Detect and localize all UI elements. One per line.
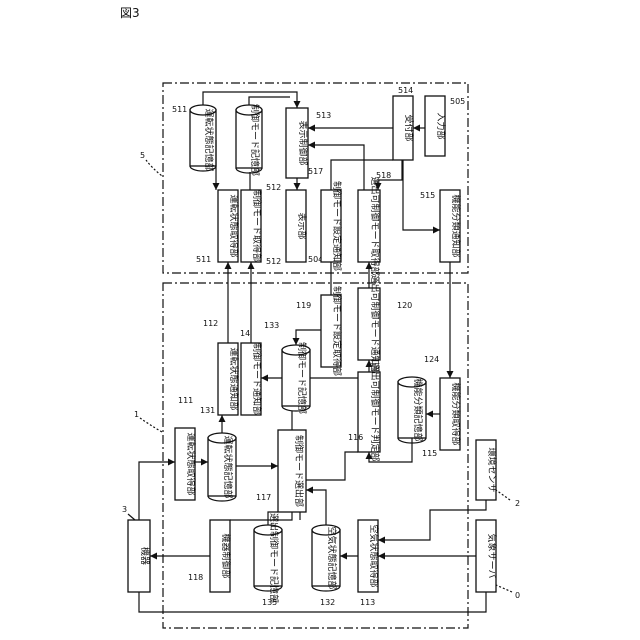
mode-set-notify-label: 制御モード設定通知部	[331, 181, 343, 271]
input-block: 入力部	[425, 96, 447, 156]
func-class-store: 機能分類記憶部	[398, 377, 426, 443]
num-116: 116	[348, 433, 363, 442]
ctrl-mode-decide-block: 制御モード選出部	[278, 430, 306, 512]
mode-set-notify-block: 制御モード設定通知部	[321, 181, 343, 271]
ctrl-mode-notify-label: 制御モード通知部	[251, 343, 263, 415]
candidate-store-label: 選出制御モード記憶部	[268, 513, 280, 603]
func-class-notify-label: 機能分類通知部	[450, 194, 462, 257]
op-state-notify-label: 運転状態通知部	[228, 347, 240, 410]
num-113: 113	[360, 598, 375, 607]
srv-ctrl-mode-store-label: 制御モード記憶部	[249, 104, 261, 176]
func-class-notify-block: 機能分類通知部	[440, 190, 462, 262]
func-class-acq-label: 機能分類取得部	[450, 382, 462, 445]
air-state-store-label: 空気状態記憶部	[326, 526, 338, 589]
num-505: 505	[450, 97, 465, 106]
display-block: 表示部	[286, 190, 308, 262]
num-518: 518	[376, 171, 391, 180]
display-ctrl-block: 表示制御部	[286, 108, 309, 178]
selectable-judge-label: 選出可制御モード判定部	[369, 362, 381, 461]
num-119: 119	[296, 301, 311, 310]
srv-ctrl-mode-store: 制御モード記憶部	[236, 104, 262, 176]
srv-op-state-acq-label: 運転状態取得部	[228, 194, 240, 257]
num-513: 513	[316, 111, 331, 120]
num-118: 118	[188, 573, 203, 582]
candidate-store: 選出制御モード記憶部	[254, 513, 282, 603]
num-517: 517	[308, 167, 323, 176]
srv-ctrl-mode-acq-label: 制御モード取得部	[251, 190, 263, 262]
func-class-store-label: 機能分類記憶部	[412, 378, 424, 441]
num-135: 135	[262, 598, 277, 607]
num-511: 511	[172, 105, 187, 114]
ctrl-mode-store: 制御モード記憶部	[282, 342, 310, 414]
num-512: 512	[266, 183, 281, 192]
ref-weather: 0	[515, 591, 520, 600]
num-132: 132	[320, 598, 335, 607]
num-111: 111	[178, 396, 193, 405]
selectable-notify-label: 選出可制御モード通知部	[369, 274, 381, 373]
display-label: 表示部	[296, 212, 308, 239]
op-state-acq-block: 運転状態取得部	[175, 428, 197, 500]
selectable-acq-label: 選出可制御モード取得部	[369, 176, 381, 275]
num-117: 117	[256, 493, 271, 502]
mode-set-acq-label: 制御モード設定取得部	[331, 286, 343, 376]
op-state-acq-label: 運転状態取得部	[185, 432, 197, 495]
ctrl-mode-decide-label: 制御モード選出部	[293, 435, 305, 507]
env-sensor-label: 環境センサ	[486, 447, 498, 492]
air-state-acq-block: 空気状態取得部	[358, 520, 380, 592]
selectable-judge-block: 選出可制御モード判定部	[358, 362, 381, 461]
num-115: 115	[422, 449, 437, 458]
weather-server-block: 気象サーバ	[476, 520, 498, 592]
env-sensor-block: 環境センサ	[476, 440, 498, 500]
num-14: 14	[240, 329, 250, 338]
op-state-notify-block: 運転状態通知部	[218, 343, 240, 415]
num-514: 514	[398, 86, 413, 95]
device-ctrl-block: 機器制御部	[210, 520, 232, 592]
ref-sensor: 2	[515, 499, 520, 508]
srv-op-state-store-label: 運転状態記憶部	[203, 108, 215, 171]
weather-server-label: 気象サーバ	[486, 534, 498, 579]
num-133: 133	[264, 321, 279, 330]
ref-server: 5	[140, 151, 145, 160]
device-ctrl-label: 機器制御部	[220, 533, 232, 578]
srv-ctrl-mode-acq-block: 制御モード取得部	[241, 190, 263, 262]
num-511b: 511	[196, 255, 211, 264]
op-state-store-label: 運転状態記憶部	[222, 435, 234, 498]
op-state-store: 運転状態記憶部	[208, 433, 236, 501]
ref-device: 3	[122, 505, 127, 514]
func-class-acq-block: 機能分類取得部	[440, 378, 462, 450]
air-state-store: 空気状態記憶部	[312, 525, 340, 591]
num-131: 131	[200, 406, 215, 415]
display-ctrl-label: 表示制御部	[297, 120, 309, 165]
num-124: 124	[424, 355, 439, 364]
receiver-block: 受付部	[393, 96, 415, 160]
ref-system: 1	[134, 410, 139, 419]
num-112: 112	[203, 319, 218, 328]
mode-set-acq-block: 制御モード設定取得部	[321, 286, 343, 376]
ctrl-mode-notify-block: 制御モード通知部	[241, 343, 263, 415]
input-label: 入力部	[435, 112, 447, 139]
srv-op-state-store: 運転状態記憶部	[190, 105, 216, 172]
ctrl-mode-store-label: 制御モード記憶部	[296, 342, 308, 414]
num-120: 120	[397, 301, 412, 310]
num-512b: 512	[266, 257, 281, 266]
selectable-acq-block: 選出可制御モード取得部	[358, 176, 381, 275]
device-label: 機器	[139, 547, 151, 565]
srv-op-state-acq-block: 運転状態取得部	[218, 190, 240, 262]
num-515: 515	[420, 191, 435, 200]
selectable-notify-block: 選出可制御モード通知部	[358, 274, 381, 373]
device-block: 機器	[128, 520, 151, 592]
